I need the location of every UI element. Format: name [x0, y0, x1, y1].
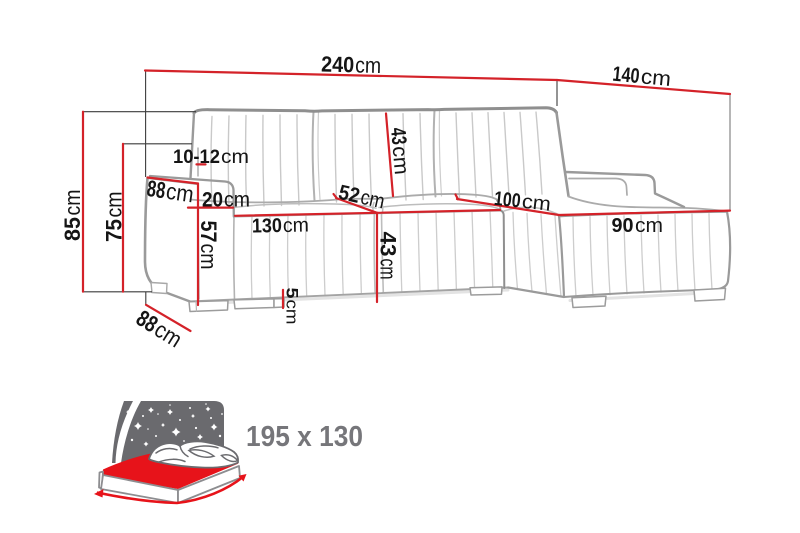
svg-text:cm: cm [60, 190, 85, 216]
svg-text:195 x 130: 195 x 130 [246, 421, 363, 453]
svg-text:cm: cm [640, 65, 672, 91]
svg-text:cm: cm [635, 215, 663, 237]
svg-text:52: 52 [336, 181, 361, 208]
svg-text:140: 140 [612, 63, 641, 88]
svg-text:130: 130 [252, 215, 282, 238]
svg-text:cm: cm [376, 259, 401, 280]
svg-text:cm: cm [224, 188, 250, 211]
svg-text:90: 90 [612, 215, 634, 237]
svg-text:cm: cm [283, 215, 309, 237]
svg-text:cm: cm [358, 186, 386, 214]
svg-text:cm: cm [165, 178, 196, 208]
svg-text:100: 100 [493, 188, 522, 213]
svg-text:85: 85 [60, 217, 85, 241]
svg-text:cm: cm [196, 244, 221, 270]
svg-text:88: 88 [145, 175, 167, 203]
svg-text:cm: cm [355, 52, 382, 78]
svg-text:57: 57 [196, 221, 221, 243]
svg-text:75: 75 [102, 219, 127, 242]
svg-text:10-12: 10-12 [173, 147, 220, 168]
svg-text:cm: cm [102, 192, 127, 218]
svg-text:43: 43 [376, 232, 401, 257]
svg-text:cm: cm [221, 147, 249, 168]
svg-text:43: 43 [386, 127, 410, 146]
svg-text:cm: cm [283, 300, 302, 325]
svg-text:5: 5 [283, 288, 302, 299]
svg-text:20: 20 [202, 188, 223, 211]
svg-text:cm: cm [388, 145, 413, 175]
svg-text:cm: cm [521, 191, 552, 216]
svg-text:240: 240 [321, 52, 355, 78]
